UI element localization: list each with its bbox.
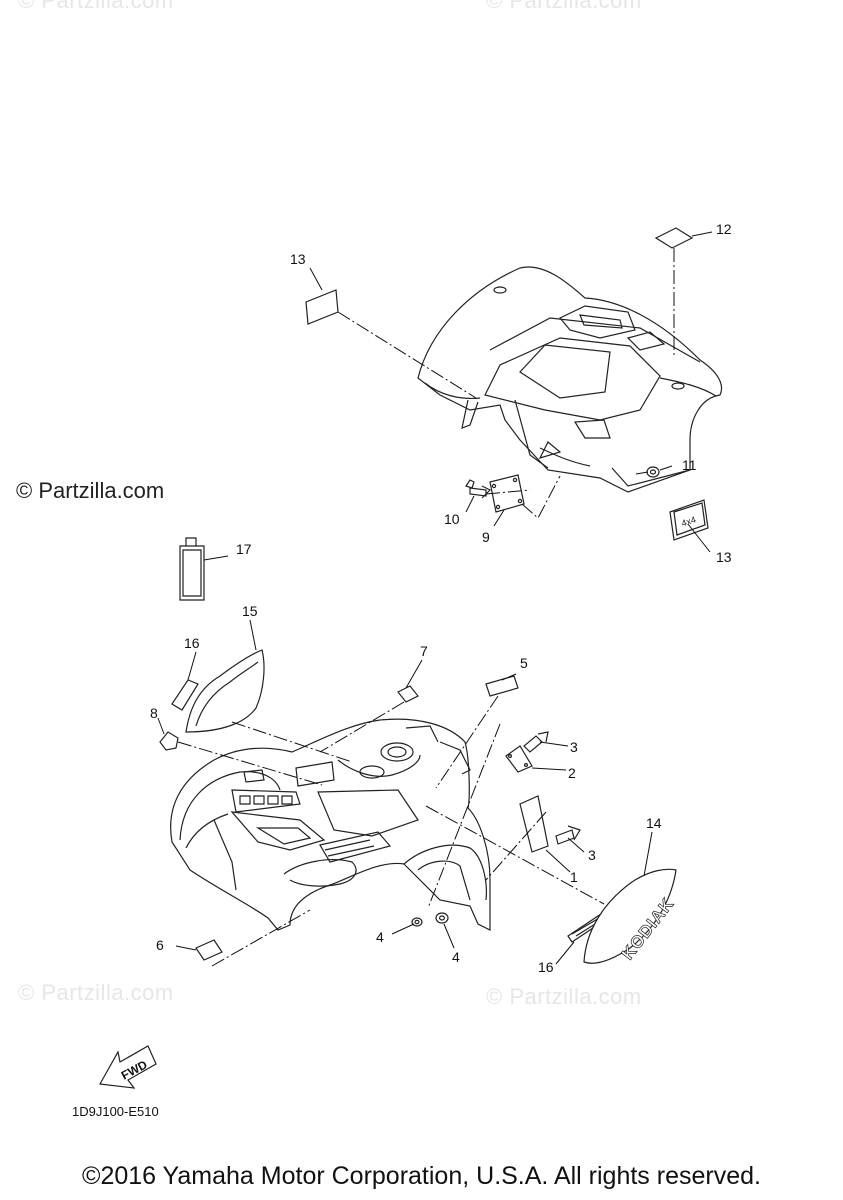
partzilla-brand: © Partzilla.com (16, 478, 165, 503)
rear-plate-9[interactable] (489, 474, 525, 513)
front-decal-7[interactable] (397, 685, 419, 703)
callout-6[interactable]: 6 (156, 937, 164, 953)
callout-5[interactable]: 5 (520, 655, 528, 671)
callout-15[interactable]: 15 (242, 603, 258, 619)
callout-12[interactable]: 12 (716, 221, 732, 237)
callout-1[interactable]: 1 (570, 869, 578, 885)
callout-3-bottom[interactable]: 3 (588, 847, 596, 863)
callout-16-top[interactable]: 16 (184, 635, 200, 651)
callout-10[interactable]: 10 (444, 511, 460, 527)
diagram-code: 1D9J100-E510 (72, 1104, 159, 1119)
watermark-bottom-left: © Partzilla.com (18, 980, 174, 1005)
assembly-lines (177, 248, 675, 967)
callout-4-right[interactable]: 4 (452, 949, 460, 965)
front-cap-8[interactable] (159, 731, 179, 751)
callout-4-left[interactable]: 4 (376, 929, 384, 945)
callout-8[interactable]: 8 (150, 705, 158, 721)
front-fender[interactable] (170, 718, 491, 931)
front-decal-5[interactable] (485, 675, 519, 697)
front-plate-2[interactable] (505, 745, 533, 773)
front-decal-6[interactable] (195, 939, 223, 961)
copyright-notice: ©2016 Yamaha Motor Corporation, U.S.A. A… (82, 1162, 761, 1190)
front-washer-4-right[interactable] (435, 912, 449, 924)
front-plate-1[interactable] (519, 795, 549, 853)
callout-14[interactable]: 14 (646, 815, 662, 831)
callout-7[interactable]: 7 (420, 643, 428, 659)
callout-3-top[interactable]: 3 (570, 739, 578, 755)
rear-fender[interactable] (417, 266, 723, 493)
watermark-top-left: © Partzilla.com (18, 0, 174, 13)
front-washer-4-left[interactable] (411, 917, 423, 927)
front-rivet-3-bottom[interactable] (555, 825, 581, 845)
front-rivet-3-top[interactable] (523, 731, 549, 753)
callout-17[interactable]: 17 (236, 541, 252, 557)
front-pad-15[interactable] (185, 649, 265, 733)
tag-17[interactable] (179, 537, 205, 601)
callout-2[interactable]: 2 (568, 765, 576, 781)
callout-13-right[interactable]: 13 (716, 549, 732, 565)
watermark-bottom-right: © Partzilla.com (486, 984, 642, 1009)
front-decal-16-small[interactable] (171, 679, 199, 711)
watermark-top-right: © Partzilla.com (486, 0, 642, 13)
rear-rivet-10[interactable] (465, 479, 492, 499)
callout-11[interactable]: 11 (682, 457, 697, 473)
callout-13-left[interactable]: 13 (290, 251, 306, 267)
fwd-arrow-icon: FWD (99, 1045, 157, 1089)
rear-decal-13-left[interactable] (305, 289, 339, 325)
rear-4x4-decal-text: 4x4 (680, 514, 697, 528)
rear-decal-13-4x4[interactable]: 4x4 (669, 499, 709, 541)
callout-9[interactable]: 9 (482, 529, 490, 545)
rear-decal-12[interactable] (654, 227, 694, 249)
callout-leaders (157, 231, 713, 965)
callout-numbers: 13 12 11 10 9 13 17 15 16 7 5 8 3 2 3 1 … (150, 221, 732, 975)
callout-16-bottom[interactable]: 16 (538, 959, 554, 975)
